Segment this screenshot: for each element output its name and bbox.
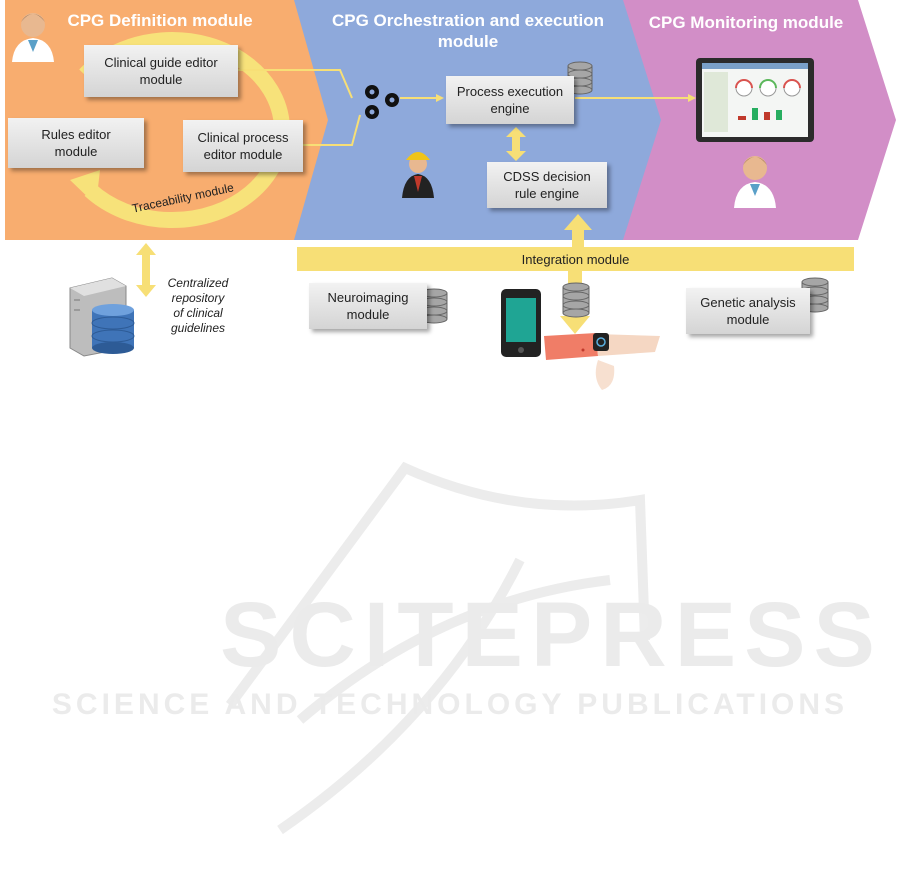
repository-label: Centralized repository of clinical guide… [167,276,229,335]
watermark-logo [225,461,650,835]
rules-editor-box: Rules editor module [8,118,144,168]
neuroimaging-module-box: Neuroimaging module [309,283,427,329]
dashboard-monitor-icon [696,58,814,142]
watermark-subtitle: SCIENCE AND TECHNOLOGY PUBLICATIONS [51,688,849,721]
clinical-guide-editor-box: Clinical guide editor module [84,45,238,97]
monitoring-section-title: CPG Monitoring module [648,13,844,32]
engineer-icon [402,152,434,198]
guide-to-gears-line [226,69,353,99]
process-execution-engine-box: Process execution engine [446,76,574,124]
gears-icon [365,85,399,119]
watermark-title: SCITEPRESS [220,584,883,686]
doctor-icon-monitoring [734,156,776,208]
gears-to-engine-head [436,94,444,102]
wearable-wristband-icon [544,333,660,390]
engine-cdss-double-arrow [506,127,526,161]
genetic-analysis-module-box: Genetic analysis module [686,288,810,334]
cdss-rule-engine-box: CDSS decision rule engine [487,162,607,208]
database-icon-devices [562,282,590,318]
integration-to-cdss-arrow [564,214,592,248]
smartphone-icon [501,289,541,357]
clinical-process-editor-box: Clinical process editor module [183,120,303,172]
server-database-icon [69,277,135,357]
engine-to-monitor-head [688,94,696,102]
integration-module-label: Integration module [521,251,630,267]
integration-module-bar: Integration module [297,247,854,271]
process-to-gears-line [290,114,361,146]
orchestration-section-title: CPG Orchestration and execution module [331,11,605,51]
repository-double-arrow [136,243,156,297]
doctor-icon [12,13,54,62]
definition-section-title: CPG Definition module [67,11,253,30]
traceability-arrowhead [70,170,100,205]
